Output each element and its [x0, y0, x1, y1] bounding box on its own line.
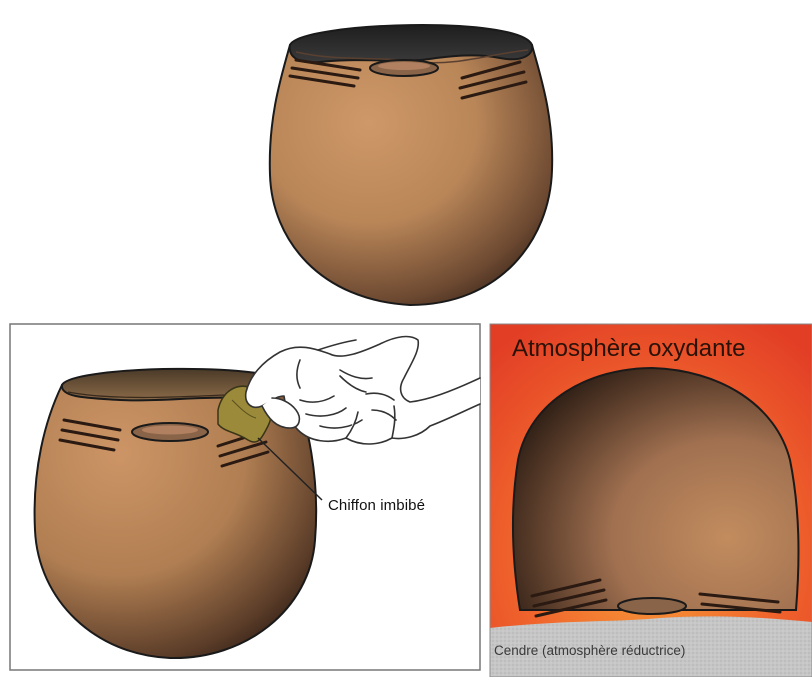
top-pot-body — [270, 45, 552, 305]
oxidizing-atmosphere-label: Atmosphère oxydante — [512, 335, 745, 363]
inverted-pot-body — [513, 368, 799, 610]
cloth-label: Chiffon imbibé — [328, 497, 425, 514]
inverted-pot-lug — [618, 598, 686, 614]
top-pot — [270, 25, 552, 305]
ash-reducing-label: Cendre (atmosphère réductrice) — [494, 643, 685, 658]
right-panel — [490, 324, 812, 677]
